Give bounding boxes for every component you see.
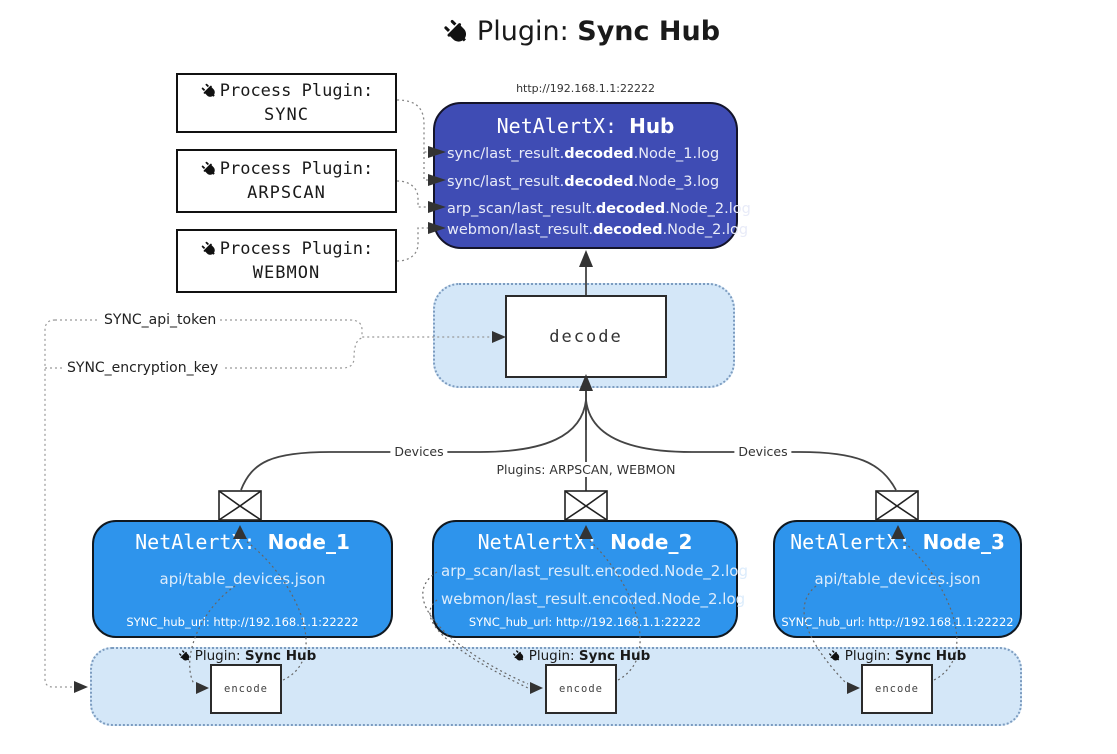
node-2-box: NetAlertX: Node_2 arp_scan/last_result.e… xyxy=(432,520,748,638)
plug-icon xyxy=(827,649,842,663)
devices-left-label: Devices xyxy=(390,444,448,459)
plug-icon xyxy=(177,649,192,663)
node-file: api/table_devices.json xyxy=(814,570,981,588)
process-plugin-name: ARPSCAN xyxy=(247,183,326,203)
hub-file-row: sync/last_result.decoded.Node_3.log xyxy=(447,174,720,190)
node-file: webmon/last_result.encoded.Node_2.log xyxy=(441,590,746,608)
plug-icon xyxy=(511,649,526,663)
envelope-icon xyxy=(564,490,608,521)
encoder-plugin-label: Plugin: Sync Hub xyxy=(827,648,966,664)
envelope-icons xyxy=(218,490,919,521)
hub-box: NetAlertX: Hub sync/last_result.decoded.… xyxy=(433,102,751,249)
title-bold: Sync Hub xyxy=(577,16,721,47)
envelope-icon xyxy=(218,490,262,521)
encoder-plugin-label: Plugin: Sync Hub xyxy=(511,648,650,664)
node-title: NetAlertX: Node_2 xyxy=(477,530,693,554)
node-file: api/table_devices.json xyxy=(159,570,326,588)
plug-icon xyxy=(199,82,218,100)
node-footer: SYNC_hub_url: http://192.168.1.1:22222 xyxy=(468,615,702,629)
encode-box: encode xyxy=(210,664,282,714)
process-plugin-label: Process Plugin: xyxy=(219,159,374,179)
process-plugin-label: Process Plugin: xyxy=(219,81,374,101)
hub-file-row: webmon/last_result.decoded.Node_2.log xyxy=(447,222,749,238)
sync-encryption-key-label: SYNC_encryption_key xyxy=(63,360,223,376)
node-footer: SYNC_hub_url: http://192.168.1.1:22222 xyxy=(126,615,359,629)
plugins-middle-label: Plugins: ARPSCAN, WEBMON xyxy=(492,462,680,477)
encode-box: encode xyxy=(545,664,617,714)
decode-label: decode xyxy=(549,326,623,347)
node-1-box: NetAlertX: Node_1 api/table_devices.json… xyxy=(92,520,393,638)
envelope-icon xyxy=(875,490,919,521)
hub-title: NetAlertX: Hub xyxy=(496,114,675,138)
arrow-up-into-hub xyxy=(579,250,593,267)
node-footer: SYNC_hub_url: http://192.168.1.1:22222 xyxy=(781,615,1014,629)
node-title: NetAlertX: Node_3 xyxy=(790,530,1005,554)
process-plugin-webmon-box: Process Plugin: WEBMON xyxy=(176,229,397,293)
decode-box: decode xyxy=(505,295,667,378)
node-3-box: NetAlertX: Node_3 api/table_devices.json… xyxy=(773,520,1022,638)
plug-icon xyxy=(199,240,218,258)
encoder-plugin-label: Plugin: Sync Hub xyxy=(177,648,316,664)
encode-box: encode xyxy=(861,664,933,714)
process-plugin-arpscan-box: Process Plugin: ARPSCAN xyxy=(176,149,397,213)
process-plugin-sync-box: Process Plugin: SYNC xyxy=(176,73,397,133)
title-prefix: Plugin: xyxy=(476,16,578,47)
process-plugin-name: WEBMON xyxy=(252,263,321,283)
plug-icon xyxy=(441,16,471,47)
process-plugin-name: SYNC xyxy=(264,105,309,125)
hub-file-row: arp_scan/last_result.decoded.Node_2.log xyxy=(447,201,751,217)
devices-right-label: Devices xyxy=(734,444,792,459)
hub-file-row: sync/last_result.decoded.Node_1.log xyxy=(447,146,720,162)
node-file: arp_scan/last_result.encoded.Node_2.log xyxy=(441,562,748,580)
plug-icon xyxy=(199,160,218,178)
arrow-into-bar xyxy=(74,681,88,693)
hub-url-label: http://192.168.1.1:22222 xyxy=(516,82,655,95)
process-connectors xyxy=(396,99,429,262)
page-title: Plugin: Sync Hub xyxy=(441,16,720,47)
process-plugin-label: Process Plugin: xyxy=(219,239,374,259)
sync-api-token-label: SYNC_api_token xyxy=(100,312,221,328)
node-title: NetAlertX: Node_1 xyxy=(135,530,350,554)
